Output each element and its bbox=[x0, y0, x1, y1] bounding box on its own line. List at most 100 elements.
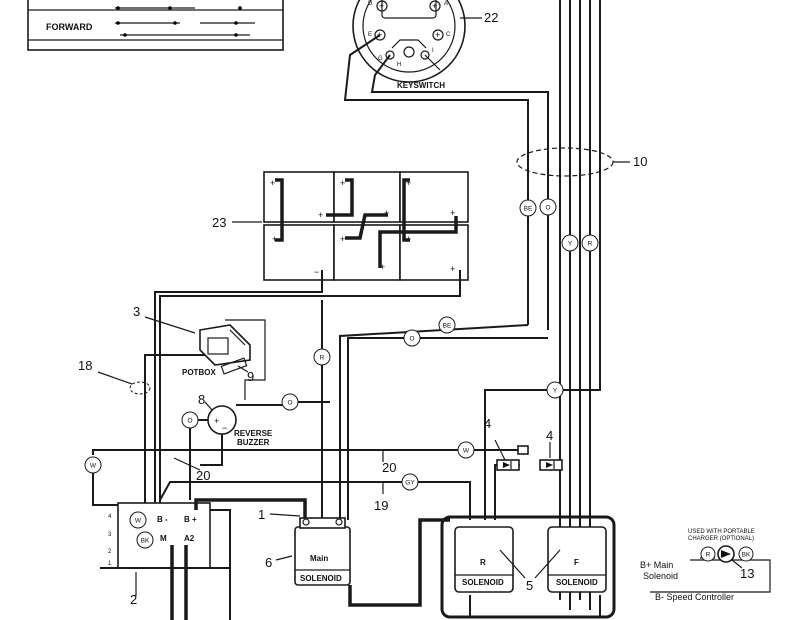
charger-inset: USED WITH PORTABLE CHARGER (OPTIONAL) B+… bbox=[640, 529, 771, 602]
wire-tag: Y bbox=[561, 234, 579, 252]
svg-text:+: + bbox=[318, 210, 323, 220]
wire20-label-a: 20 bbox=[196, 468, 210, 483]
solenoid-r-letter: R bbox=[480, 558, 486, 567]
solenoid-f-label: SOLENOID bbox=[556, 578, 598, 587]
terminal-g: G bbox=[378, 56, 383, 62]
main-solenoid-number: 6 bbox=[265, 555, 272, 570]
svg-text:+: + bbox=[435, 30, 440, 40]
wire-tag: Y bbox=[546, 381, 564, 399]
harness-number: 10 bbox=[633, 154, 647, 169]
wire18-number: 18 bbox=[78, 358, 92, 373]
potbox-connector-number: 9 bbox=[247, 369, 254, 384]
svg-text:O: O bbox=[545, 205, 550, 212]
keyswitch-label: KEYSWITCH bbox=[397, 81, 445, 90]
svg-text:W: W bbox=[463, 448, 470, 455]
forward-label: FORWARD bbox=[46, 22, 93, 32]
svg-text:Y: Y bbox=[568, 241, 573, 248]
inset-main-1: B+ Main bbox=[640, 560, 673, 570]
dir-solenoids-number: 5 bbox=[526, 578, 533, 593]
harness-ring bbox=[516, 147, 614, 177]
inset-number: 13 bbox=[740, 566, 754, 581]
ctrl-term-a2: A2 bbox=[184, 534, 195, 543]
wire-tag: BK bbox=[136, 531, 154, 549]
svg-text:+: + bbox=[384, 208, 389, 218]
svg-text:BK: BK bbox=[141, 538, 150, 545]
svg-text:GY: GY bbox=[405, 480, 415, 487]
reverse-buzzer: + − REVERSE BUZZER 8 bbox=[198, 392, 273, 447]
ctrl-pin-3: 3 bbox=[108, 532, 112, 538]
svg-text:+: + bbox=[432, 1, 437, 11]
svg-text:R: R bbox=[706, 552, 711, 559]
keyswitch: + + + + D A E C G H I KEYSWITCH 22 bbox=[352, 0, 498, 90]
svg-text:+: + bbox=[406, 178, 411, 188]
svg-text:O: O bbox=[287, 400, 292, 407]
svg-text:−: − bbox=[222, 423, 227, 433]
svg-text:+: + bbox=[340, 234, 345, 244]
wire-tag: BK bbox=[738, 546, 754, 562]
direction-solenoids: R F SOLENOID SOLENOID 5 bbox=[440, 515, 616, 619]
potbox-number: 3 bbox=[133, 304, 140, 319]
ctrl-pin-1: 1 bbox=[108, 561, 112, 567]
buzzer-number: 8 bbox=[198, 392, 205, 407]
terminal-c: C bbox=[446, 32, 451, 38]
potbox: POTBOX 3 9 bbox=[133, 304, 254, 384]
ctrl-term-b-minus: B - bbox=[157, 515, 168, 524]
main-solenoid-label-1: Main bbox=[310, 554, 328, 563]
speed-controller: B - B + M A2 4 3 2 1 2 bbox=[108, 502, 211, 607]
inset-main-2: Solenoid bbox=[643, 571, 678, 581]
svg-text:+: + bbox=[270, 178, 275, 188]
svg-text:−: − bbox=[314, 267, 319, 277]
diode-left: 4 bbox=[484, 416, 520, 471]
wire-tag: W bbox=[84, 456, 102, 474]
terminal-a: A bbox=[444, 1, 448, 7]
terminal-i: I bbox=[432, 48, 434, 54]
diode-number-left: 4 bbox=[484, 416, 491, 431]
wire1-label: 1 bbox=[258, 507, 265, 522]
main-solenoid: Main SOLENOID 6 bbox=[265, 517, 351, 586]
svg-text:+: + bbox=[380, 262, 385, 272]
svg-text:W: W bbox=[90, 463, 97, 470]
potbox-label: POTBOX bbox=[182, 368, 216, 377]
main-solenoid-label-2: SOLENOID bbox=[300, 574, 342, 583]
svg-text:W: W bbox=[135, 518, 142, 525]
buzzer-label-1: REVERSE bbox=[234, 429, 273, 438]
wire20-label-b: 20 bbox=[382, 460, 396, 475]
wire-tag: BE bbox=[438, 316, 456, 334]
svg-text:+: + bbox=[450, 264, 455, 274]
svg-text:O: O bbox=[187, 418, 192, 425]
wire-tag: R bbox=[700, 546, 716, 562]
wire-tag: GY bbox=[401, 473, 419, 491]
inset-controller-label: B- Speed Controller bbox=[655, 592, 734, 602]
svg-text:+: + bbox=[272, 234, 277, 244]
buzzer-label-2: BUZZER bbox=[237, 438, 270, 447]
svg-text:BK: BK bbox=[742, 552, 751, 559]
wire-tag: O bbox=[281, 393, 299, 411]
wire-tag: W bbox=[457, 441, 475, 459]
controller-number: 2 bbox=[130, 592, 137, 607]
solenoid-r-label: SOLENOID bbox=[462, 578, 504, 587]
terminal-e: E bbox=[368, 32, 372, 38]
svg-text:BE: BE bbox=[524, 206, 533, 213]
svg-text:O: O bbox=[409, 336, 414, 343]
svg-text:+: + bbox=[214, 416, 219, 426]
battery-number: 23 bbox=[212, 215, 226, 230]
wire-tag: O bbox=[403, 329, 421, 347]
battery-pack: +++ +++ +++ −++ bbox=[263, 171, 469, 281]
solenoid-f-letter: F bbox=[574, 558, 579, 567]
diode-right: 4 bbox=[539, 428, 563, 471]
svg-text:+: + bbox=[450, 208, 455, 218]
svg-text:R: R bbox=[320, 355, 325, 362]
wire-tag: O bbox=[181, 411, 199, 429]
terminal-h: H bbox=[397, 62, 401, 68]
terminal-d: D bbox=[368, 1, 373, 7]
inset-title-1: USED WITH PORTABLE bbox=[688, 529, 755, 535]
ctrl-term-b-plus: B + bbox=[184, 515, 197, 524]
svg-text:+: + bbox=[340, 178, 345, 188]
direction-table: FORWARD bbox=[27, 0, 284, 51]
ctrl-term-m: M bbox=[160, 534, 167, 543]
inset-title-2: CHARGER (OPTIONAL) bbox=[688, 536, 754, 542]
wire-tag: BE bbox=[519, 199, 537, 217]
wire-tag: O bbox=[539, 198, 557, 216]
ctrl-pin-2: 2 bbox=[108, 549, 112, 555]
